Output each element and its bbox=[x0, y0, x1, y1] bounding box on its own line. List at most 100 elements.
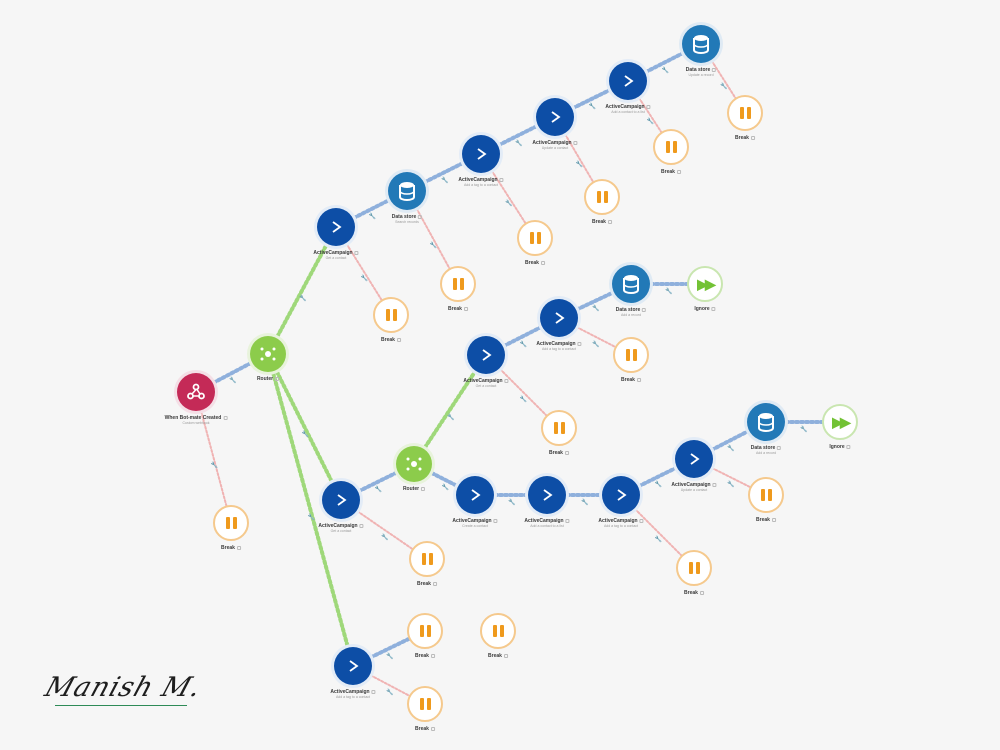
filter-wrench-icon[interactable]: 🔧 bbox=[727, 482, 735, 488]
info-icon[interactable] bbox=[711, 306, 716, 311]
module-node[interactable] bbox=[528, 476, 566, 514]
info-icon[interactable] bbox=[493, 518, 498, 523]
info-icon[interactable] bbox=[846, 444, 851, 449]
info-icon[interactable] bbox=[642, 307, 647, 312]
info-icon[interactable] bbox=[639, 518, 644, 523]
info-icon[interactable] bbox=[236, 545, 241, 550]
module-node[interactable] bbox=[322, 481, 360, 519]
info-icon[interactable] bbox=[223, 415, 228, 420]
break-node[interactable] bbox=[517, 220, 553, 256]
module-node[interactable] bbox=[609, 62, 647, 100]
filter-wrench-icon[interactable]: 🔧 bbox=[654, 536, 662, 543]
store-node[interactable] bbox=[388, 172, 426, 210]
ignore-node[interactable]: ▶▶ bbox=[822, 404, 858, 440]
info-icon[interactable] bbox=[564, 450, 569, 455]
break-node[interactable] bbox=[440, 266, 476, 302]
filter-wrench-icon[interactable]: 🔧 bbox=[665, 289, 673, 295]
break-node[interactable] bbox=[407, 686, 443, 722]
break-node[interactable] bbox=[584, 179, 620, 215]
info-icon[interactable] bbox=[463, 306, 468, 311]
filter-wrench-icon[interactable]: 🔧 bbox=[800, 427, 808, 433]
filter-wrench-icon[interactable]: 🔧 bbox=[575, 162, 583, 168]
store-node[interactable] bbox=[682, 25, 720, 63]
filter-wrench-icon[interactable]: 🔧 bbox=[386, 653, 394, 660]
info-icon[interactable] bbox=[359, 523, 364, 528]
filter-wrench-icon[interactable]: 🔧 bbox=[299, 295, 307, 302]
filter-wrench-icon[interactable]: 🔧 bbox=[386, 690, 394, 696]
break-node[interactable] bbox=[407, 613, 443, 649]
module-node[interactable] bbox=[334, 647, 372, 685]
filter-wrench-icon[interactable]: 🔧 bbox=[368, 214, 376, 220]
info-icon[interactable] bbox=[607, 219, 612, 224]
break-node[interactable] bbox=[748, 477, 784, 513]
info-icon[interactable] bbox=[504, 378, 509, 383]
info-icon[interactable] bbox=[565, 518, 570, 523]
info-icon[interactable] bbox=[503, 653, 508, 658]
router-node[interactable] bbox=[250, 336, 286, 372]
filter-wrench-icon[interactable]: 🔧 bbox=[727, 445, 735, 452]
filter-wrench-icon[interactable]: 🔧 bbox=[381, 534, 389, 541]
info-icon[interactable] bbox=[712, 67, 717, 72]
filter-wrench-icon[interactable]: 🔧 bbox=[307, 515, 315, 521]
filter-wrench-icon[interactable]: 🔧 bbox=[429, 242, 437, 249]
filter-wrench-icon[interactable]: 🔧 bbox=[441, 484, 449, 491]
info-icon[interactable] bbox=[354, 250, 359, 255]
info-icon[interactable] bbox=[430, 726, 435, 731]
info-icon[interactable] bbox=[777, 445, 782, 450]
connection-n3-n35[interactable] bbox=[266, 352, 355, 668]
info-icon[interactable] bbox=[712, 482, 717, 487]
connection-n18-n16[interactable] bbox=[412, 353, 488, 466]
webhook-node[interactable] bbox=[177, 373, 215, 411]
filter-wrench-icon[interactable]: 🔧 bbox=[505, 201, 513, 207]
break-node[interactable] bbox=[727, 95, 763, 131]
module-node[interactable] bbox=[467, 336, 505, 374]
filter-wrench-icon[interactable]: 🔧 bbox=[210, 462, 218, 469]
filter-wrench-icon[interactable]: 🔧 bbox=[592, 306, 600, 312]
info-icon[interactable] bbox=[750, 135, 755, 140]
break-node[interactable] bbox=[653, 129, 689, 165]
info-icon[interactable] bbox=[396, 337, 401, 342]
filter-wrench-icon[interactable]: 🔧 bbox=[508, 500, 516, 506]
filter-wrench-icon[interactable]: 🔧 bbox=[654, 482, 662, 488]
info-icon[interactable] bbox=[432, 581, 437, 586]
break-node[interactable] bbox=[213, 505, 249, 541]
router-node[interactable] bbox=[396, 446, 432, 482]
info-icon[interactable] bbox=[418, 214, 423, 219]
filter-wrench-icon[interactable]: 🔧 bbox=[447, 414, 455, 421]
break-node[interactable] bbox=[676, 550, 712, 586]
info-icon[interactable] bbox=[771, 517, 776, 522]
filter-wrench-icon[interactable]: 🔧 bbox=[592, 341, 600, 348]
break-node[interactable] bbox=[480, 613, 516, 649]
module-node[interactable] bbox=[456, 476, 494, 514]
module-node[interactable] bbox=[536, 98, 574, 136]
ignore-node[interactable]: ▶▶ bbox=[687, 266, 723, 302]
info-icon[interactable] bbox=[636, 377, 641, 382]
filter-wrench-icon[interactable]: 🔧 bbox=[720, 83, 728, 90]
info-icon[interactable] bbox=[371, 689, 376, 694]
info-icon[interactable] bbox=[699, 590, 704, 595]
info-icon[interactable] bbox=[676, 169, 681, 174]
break-node[interactable] bbox=[409, 541, 445, 577]
info-icon[interactable] bbox=[275, 376, 280, 381]
module-node[interactable] bbox=[540, 299, 578, 337]
filter-wrench-icon[interactable]: 🔧 bbox=[441, 177, 449, 184]
info-icon[interactable] bbox=[499, 177, 504, 182]
filter-wrench-icon[interactable]: 🔧 bbox=[229, 378, 237, 384]
info-icon[interactable] bbox=[421, 486, 426, 491]
break-node[interactable] bbox=[541, 410, 577, 446]
info-icon[interactable] bbox=[577, 341, 582, 346]
break-node[interactable] bbox=[613, 337, 649, 373]
info-icon[interactable] bbox=[430, 653, 435, 658]
break-node[interactable] bbox=[373, 297, 409, 333]
connection-n3-n4[interactable] bbox=[266, 225, 338, 356]
connection-n1-n2[interactable] bbox=[195, 391, 232, 524]
module-node[interactable] bbox=[675, 440, 713, 478]
info-icon[interactable] bbox=[646, 104, 651, 109]
filter-wrench-icon[interactable]: 🔧 bbox=[519, 396, 527, 403]
filter-wrench-icon[interactable]: 🔧 bbox=[301, 432, 309, 438]
module-node[interactable] bbox=[602, 476, 640, 514]
connection-n3-n33[interactable] bbox=[266, 352, 343, 502]
store-node[interactable] bbox=[612, 265, 650, 303]
filter-wrench-icon[interactable]: 🔧 bbox=[515, 140, 523, 147]
